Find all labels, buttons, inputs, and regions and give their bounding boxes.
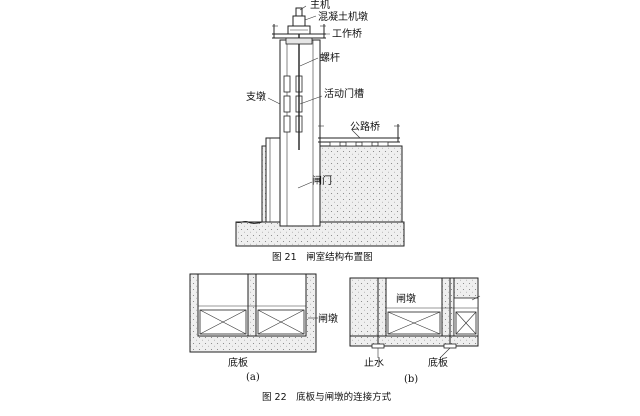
host-machine xyxy=(287,7,311,35)
panel-a-gates xyxy=(199,309,305,335)
panel-b-base-slab xyxy=(349,335,479,347)
panel-b-pier-label: 闸墩 xyxy=(396,292,416,305)
figure-21-caption: 图 21 闸室结构布置图 xyxy=(272,251,373,263)
panel-b-base-label: 底板 xyxy=(428,356,448,369)
panel-a-sub-label: (a) xyxy=(246,372,260,383)
panel-a-middle-pier xyxy=(247,273,257,337)
leader-lines xyxy=(267,5,361,189)
panel-a-pier-label: 闸墩 xyxy=(318,312,338,325)
panel-b-waterstop-label: 止水 xyxy=(364,357,384,369)
figure-22-caption: 图 22 底板与闸墩的连接方式 xyxy=(262,391,392,403)
support-pier xyxy=(279,39,321,227)
concrete-machine-pier xyxy=(285,37,313,45)
panel-b-left-pier xyxy=(349,277,387,345)
left-support-pier xyxy=(265,137,281,223)
panel-b-gates xyxy=(387,311,477,335)
label-support-pier: 支墩 xyxy=(246,90,266,103)
label-screw: 螺杆 xyxy=(320,52,340,64)
figure-22a-connection: 闸墩 底板 (a) xyxy=(189,273,338,383)
figure-22b-connection: 闸墩 止水 底板 (b) xyxy=(349,277,481,385)
label-road-bridge: 公路桥 xyxy=(350,120,380,133)
label-gate: 闸门 xyxy=(312,174,332,187)
label-movable-slot: 活动门槽 xyxy=(324,87,364,100)
panel-b-mid-pier xyxy=(441,277,455,345)
road-bridge xyxy=(318,124,400,147)
figure-21-sluice-chamber: 主机 混凝土机墩 工作桥 螺杆 支墩 活动门槽 公路桥 闸门 图 21 闸室结构… xyxy=(235,0,405,263)
panel-a-base-label: 底板 xyxy=(228,356,248,369)
label-concrete-pier: 混凝土机墩 xyxy=(318,10,368,23)
label-host: 主机 xyxy=(310,0,330,11)
ground-line xyxy=(235,220,263,247)
label-work-bridge: 工作桥 xyxy=(332,28,362,40)
panel-b-sub-label: (b) xyxy=(404,374,418,385)
